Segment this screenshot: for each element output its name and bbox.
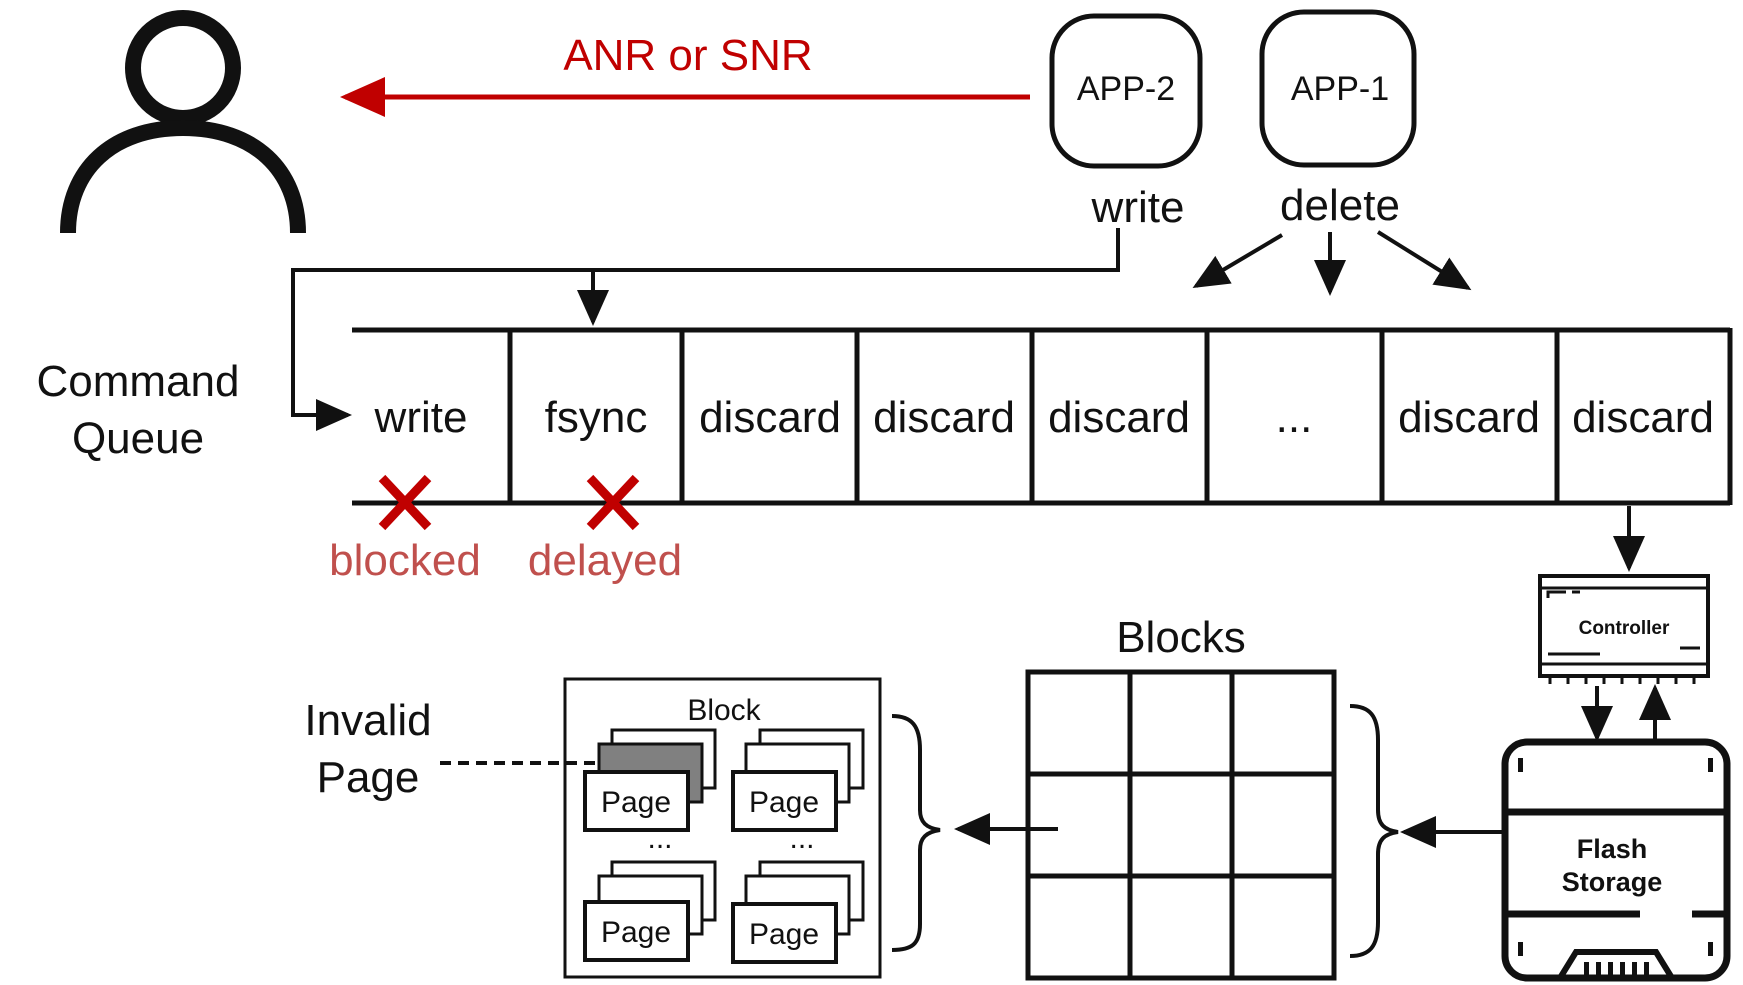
- page-label: Page: [601, 916, 671, 949]
- queue-cell: discard: [873, 393, 1015, 442]
- flash-label-line1: Flash: [1577, 834, 1648, 864]
- command-queue: write fsync discard discard discard ... …: [352, 327, 1733, 506]
- delete-arrow-left: [1192, 233, 1284, 289]
- queue-cell: ...: [1276, 393, 1313, 442]
- queue-cell: fsync: [545, 393, 648, 442]
- controller-label: Controller: [1579, 618, 1670, 639]
- block-container: [563, 677, 882, 979]
- page-label: Page: [749, 918, 819, 951]
- app-2-box: APP-2: [1049, 13, 1203, 169]
- app-1-label: APP-1: [1291, 70, 1389, 108]
- app-1-box: APP-1: [1259, 9, 1417, 168]
- blocks-brace: [1349, 704, 1399, 958]
- block-brace: [891, 714, 941, 952]
- blocked-x-icon: [378, 474, 432, 531]
- invalid-label-line2: Page: [317, 753, 420, 802]
- queue-label-line1: Command: [37, 357, 240, 406]
- queue-cell: write: [374, 393, 468, 442]
- blocks-label: Blocks: [1116, 613, 1246, 662]
- user-icon: [60, 10, 306, 234]
- delayed-label: delayed: [528, 536, 682, 585]
- anr-label: ANR or SNR: [563, 31, 812, 80]
- block-title: Block: [687, 694, 761, 727]
- delete-arrow-right: [1376, 230, 1472, 291]
- page-stack: [583, 728, 717, 832]
- page-label: Page: [601, 786, 671, 819]
- app-2-action: write: [1091, 183, 1185, 232]
- invalid-label-line1: Invalid: [304, 696, 431, 745]
- app-1-action: delete: [1280, 181, 1400, 230]
- page-stack: [731, 860, 865, 964]
- page-label: Page: [749, 786, 819, 819]
- controller-icon: [1538, 574, 1710, 684]
- queue-cell: discard: [699, 393, 841, 442]
- write-route-line: [291, 228, 1120, 431]
- blocks-grid: [1025, 669, 1337, 981]
- page-ellipsis: ...: [789, 822, 814, 855]
- app-2-label: APP-2: [1077, 70, 1175, 108]
- queue-label-line2: Queue: [72, 414, 204, 463]
- queue-cell: discard: [1572, 393, 1714, 442]
- page-stack: [583, 860, 717, 962]
- delayed-x-icon: [586, 474, 640, 531]
- blocked-label: blocked: [329, 536, 481, 585]
- page-ellipsis: ...: [647, 822, 672, 855]
- queue-cell: discard: [1398, 393, 1540, 442]
- flash-storage-icon: [1501, 738, 1731, 982]
- queue-cell: discard: [1048, 393, 1190, 442]
- flash-label-line2: Storage: [1562, 867, 1663, 897]
- page-stack: [731, 728, 865, 832]
